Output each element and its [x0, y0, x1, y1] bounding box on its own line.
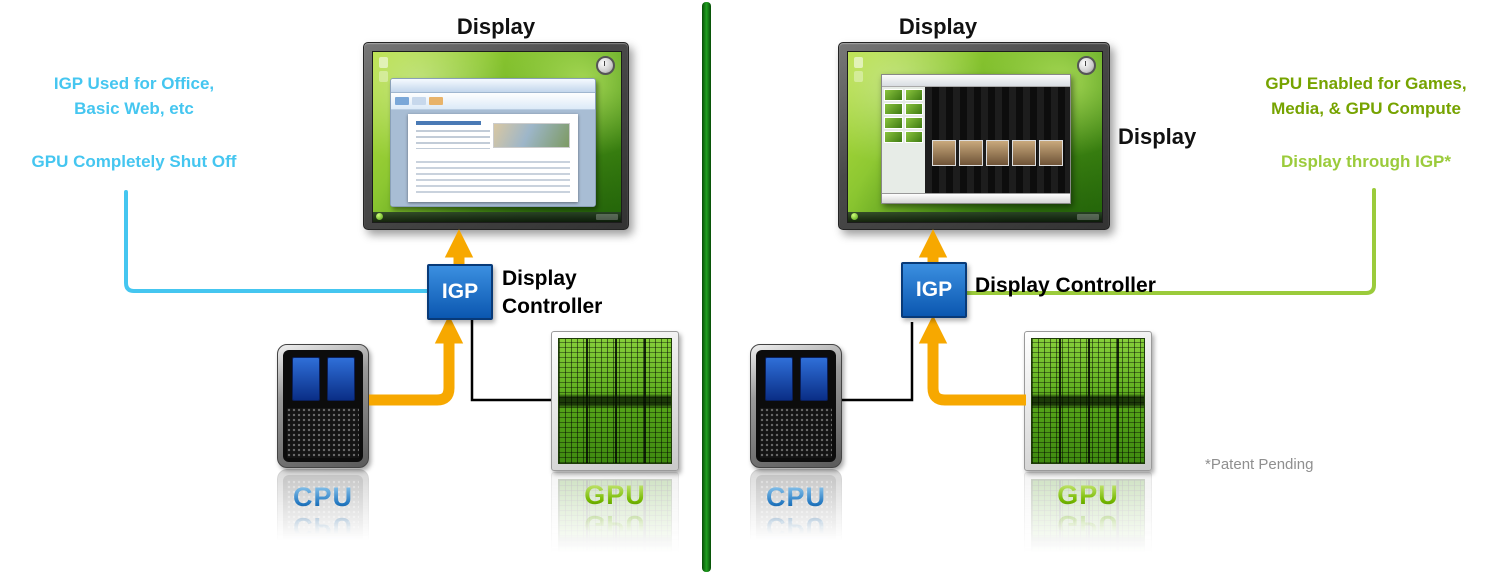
taskbar [848, 212, 1102, 222]
left-cpu-label-reflection: CPU [277, 511, 369, 542]
media-window-body [882, 87, 1070, 194]
media-gallery-window [881, 74, 1071, 204]
panel-divider [702, 2, 711, 572]
photo [932, 140, 957, 166]
word-document-page [407, 113, 579, 202]
word-window-titlebar [391, 78, 595, 93]
left-gpu-chip [551, 331, 679, 471]
start-orb-icon [376, 213, 383, 220]
right-igp-box: IGP [901, 262, 967, 318]
taskbar [373, 212, 621, 222]
left-igp-box: IGP [427, 264, 493, 320]
right-gpu-label: GPU [1024, 480, 1152, 511]
thumbnail [904, 117, 924, 130]
right-through-text: Display through IGP* [1280, 152, 1452, 171]
right-cpu-label-reflection: CPU [750, 511, 842, 542]
media-window-titlebar [882, 75, 1070, 88]
right-info-line-2: Media, & GPU Compute [1271, 98, 1461, 118]
cpu-die-area [756, 350, 836, 462]
system-tray [1077, 214, 1099, 220]
right-cpu-chip [750, 344, 842, 468]
media-window-controls [882, 192, 1070, 203]
right-display-title: Display [898, 14, 978, 39]
patent-pending-note: *Patent Pending [1205, 456, 1314, 473]
photo [985, 140, 1010, 166]
document-photo [493, 122, 571, 148]
left-gpu-label: GPU [551, 480, 679, 511]
cpu-pin-grid [287, 408, 359, 458]
desktop-icon [854, 57, 863, 68]
cpu-die [799, 357, 828, 401]
media-stage [925, 87, 1070, 194]
left-info-text: IGP Used for Office, Basic Web, etc [8, 72, 260, 121]
right-gpu-chip [1024, 331, 1152, 471]
orange-arrow-cpu-to-igp-left [369, 315, 464, 406]
black-line-cpu-to-igp-right [842, 322, 914, 402]
right-info-text: GPU Enabled for Games, Media, & GPU Comp… [1235, 72, 1497, 121]
sidebar-clock-widget [1077, 56, 1096, 75]
cpu-die [764, 357, 793, 401]
right-display-side-label: Display [1118, 124, 1197, 149]
right-display-controller-label: Display Controller [975, 274, 1156, 297]
orange-arrow-gpu-to-igp-right [918, 315, 1026, 406]
document-text-lines [415, 129, 490, 149]
ribbon-chip [429, 96, 444, 105]
black-line-igp-to-gpu-left [470, 318, 551, 402]
gpu-core-grid [1031, 338, 1145, 464]
word-window-ribbon [391, 92, 595, 110]
left-cpu-chip [277, 344, 369, 468]
cpu-die [291, 357, 320, 401]
left-display-screen [372, 51, 622, 223]
thumbnail [884, 103, 903, 116]
system-tray [596, 214, 618, 220]
desktop-icon [379, 57, 388, 68]
thumbnail [904, 89, 924, 102]
thumbnail-sidebar [882, 87, 926, 194]
right-cpu-label: CPU [750, 482, 842, 513]
photo [959, 140, 983, 166]
cpu-die-area [283, 350, 363, 462]
thumbnail [884, 117, 903, 130]
left-cpu-label: CPU [277, 482, 369, 513]
document-text-lines [415, 161, 571, 193]
thumbnail [884, 89, 903, 102]
photo [1039, 140, 1063, 166]
gpu-core-grid [558, 338, 672, 464]
thumbnail [884, 131, 903, 144]
right-gpu-label-reflection: GPU [1024, 509, 1152, 540]
photo [1012, 140, 1037, 166]
right-display-screen [847, 51, 1103, 223]
right-display-monitor [838, 42, 1110, 230]
left-display-monitor [363, 42, 629, 230]
photo-strip [932, 140, 1063, 166]
left-info-line-2: Basic Web, etc [74, 98, 194, 118]
left-info-line-1: IGP Used for Office, [53, 74, 215, 93]
cpu-die [326, 357, 355, 401]
left-display-controller-label: Display Controller [502, 267, 603, 319]
cpu-dies [283, 357, 363, 401]
word-document-window [390, 77, 596, 207]
sidebar-clock-widget [596, 56, 615, 75]
word-document-area [391, 109, 595, 206]
ribbon-chip [412, 96, 427, 105]
thumbnail [904, 131, 924, 144]
left-gpu-label-reflection: GPU [551, 509, 679, 540]
right-info-line-1: GPU Enabled for Games, [1265, 74, 1467, 93]
document-heading-line [415, 120, 481, 125]
left-shutoff-text: GPU Completely Shut Off [31, 152, 237, 171]
left-display-title: Display [456, 14, 536, 39]
cpu-pin-grid [760, 408, 832, 458]
cpu-dies [756, 357, 836, 401]
thumbnail [904, 103, 924, 116]
ribbon-chip [395, 96, 410, 105]
start-orb-icon [851, 213, 858, 220]
